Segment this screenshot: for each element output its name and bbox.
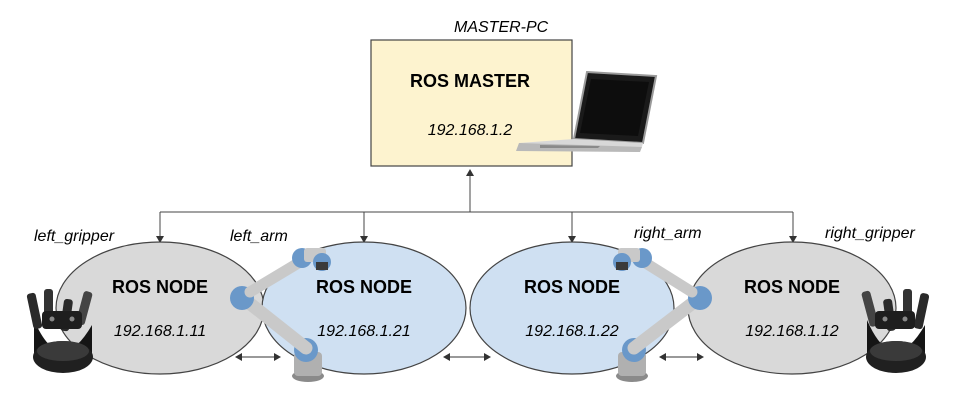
node-right-arm-ellipse (469, 241, 675, 375)
laptop-icon (516, 70, 658, 152)
node-right-arm-name: right_arm (634, 225, 702, 242)
node-right-gripper-name: right_gripper (825, 225, 916, 242)
node-right-gripper-ip: 192.168.1.12 (745, 323, 839, 340)
node-right-gripper-title: ROS NODE (744, 277, 840, 297)
master-host-label: MASTER-PC (454, 19, 549, 36)
ros-master-ip: 192.168.1.2 (428, 122, 513, 139)
node-left-arm-ip: 192.168.1.21 (317, 323, 410, 340)
ros-master-title: ROS MASTER (410, 71, 530, 91)
node-left-arm-name: left_arm (230, 228, 288, 245)
node-left-gripper-name: left_gripper (34, 228, 115, 245)
robot-arm-icon (230, 248, 331, 382)
robotic-gripper-icon (861, 289, 930, 373)
node-right-gripper-ellipse (687, 241, 897, 375)
network-connectors (156, 169, 797, 243)
node-right-arm-ip: 192.168.1.22 (525, 323, 619, 340)
node-left-gripper-title: ROS NODE (112, 277, 208, 297)
robot-arm-icon (613, 248, 712, 382)
node-right-arm-title: ROS NODE (524, 277, 620, 297)
robotic-gripper-icon (26, 289, 93, 373)
node-left-arm-title: ROS NODE (316, 277, 412, 297)
node-left-gripper-ip: 192.168.1.11 (114, 323, 206, 340)
